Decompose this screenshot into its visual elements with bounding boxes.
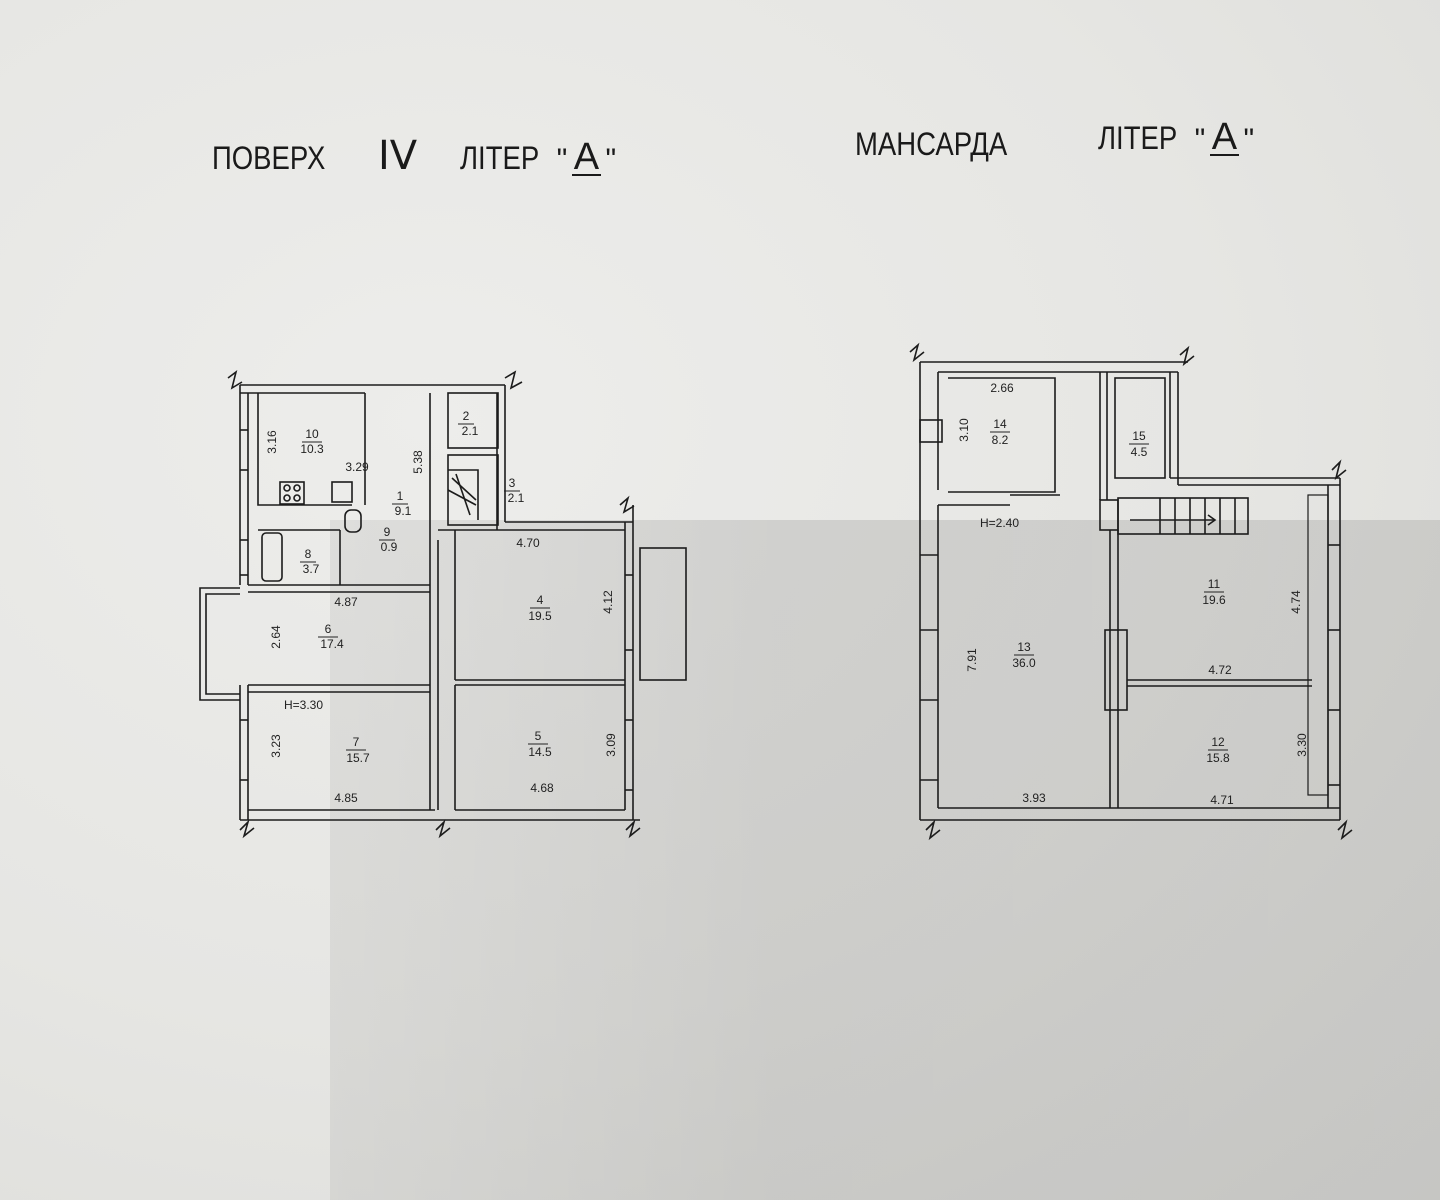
room-num: 3 (509, 476, 516, 490)
room-area: 2.1 (508, 491, 525, 505)
room-num: 5 (535, 729, 542, 743)
attic-outer-walls (909, 342, 1353, 841)
room-num: 14 (993, 417, 1007, 431)
attic-title-letter-wrap: ЛІТЕР " А " (1098, 116, 1255, 158)
dim: 4.87 (334, 595, 358, 609)
attic-plan: 2.66 3.10 14 8.2 15 4.5 H=2.40 11 19.6 4… (909, 342, 1353, 841)
attic-quote-close: " (1243, 123, 1255, 156)
floor4-room-labels: 10 10.3 2 2.1 3 2.1 1 9.1 9 0.9 8 3.7 4 … (265, 409, 618, 805)
room-area: 15.8 (1206, 751, 1230, 765)
dim: 3.09 (604, 733, 618, 757)
floor4-letter: А (571, 136, 602, 178)
dim: 4.85 (334, 791, 358, 805)
room-num: 8 (305, 547, 312, 561)
attic-room-labels: 2.66 3.10 14 8.2 15 4.5 H=2.40 11 19.6 4… (957, 381, 1309, 807)
floor4-title-letter-wrap: ЛІТЕР " А " (460, 136, 617, 178)
dim: 4.70 (516, 536, 540, 550)
room-num: 13 (1017, 640, 1031, 654)
dim: 7.91 (965, 648, 979, 672)
floor4-letter-word: ЛІТЕР (460, 140, 540, 176)
dim: 2.64 (269, 625, 283, 649)
dim: 3.29 (345, 460, 369, 474)
dim: 3.16 (265, 430, 279, 454)
floor4-quote-open: " (556, 143, 568, 176)
dim: 4.74 (1289, 590, 1303, 614)
dim: 3.10 (957, 418, 971, 442)
room-area: 2.1 (462, 424, 479, 438)
room-num: 9 (384, 525, 391, 539)
room-area: 0.9 (381, 540, 398, 554)
room-num: 11 (1208, 577, 1221, 591)
room-area: 19.5 (528, 609, 552, 623)
floor4-balcony-right (639, 547, 687, 681)
room-num: 1 (397, 489, 404, 503)
room-area: 10.3 (300, 442, 324, 456)
dim: 4.68 (530, 781, 554, 795)
attic-title: МАНСАРДА (855, 126, 1032, 163)
room-num: 4 (537, 593, 544, 607)
dim: 3.23 (269, 734, 283, 758)
dim: 5.38 (411, 450, 425, 474)
attic-title-word: МАНСАРДА (855, 126, 1008, 162)
room-area: 3.7 (303, 562, 320, 576)
floor4-title-number: IV (378, 133, 418, 179)
attic-height: H=2.40 (980, 516, 1019, 530)
room-num: 7 (353, 735, 360, 749)
room-num: 2 (463, 409, 470, 423)
floor4-plan: 10 10.3 2 2.1 3 2.1 1 9.1 9 0.9 8 3.7 4 … (199, 370, 687, 839)
floor4-balcony-left (199, 587, 240, 701)
floor4-interior-walls (248, 392, 625, 810)
attic-quote-open: " (1194, 123, 1206, 156)
floor4-quote-close: " (605, 143, 617, 176)
floor4-title: ПОВЕРХ (212, 140, 344, 177)
room-area: 8.2 (992, 433, 1009, 447)
floor4-outer-walls (227, 370, 641, 839)
dim: 4.12 (601, 590, 615, 614)
dim: 3.30 (1295, 733, 1309, 757)
floor4-title-word: ПОВЕРХ (212, 140, 326, 176)
room-num: 10 (305, 427, 319, 441)
room-num: 6 (325, 622, 332, 636)
dim: 4.71 (1210, 793, 1234, 807)
dim: 2.66 (990, 381, 1014, 395)
floor4-title-number-wrap: IV (378, 133, 417, 179)
attic-letter-word: ЛІТЕР (1098, 120, 1178, 156)
room-area: 19.6 (1202, 593, 1226, 607)
room-num: 12 (1211, 735, 1225, 749)
room-area: 36.0 (1012, 656, 1036, 670)
dim: 3.93 (1022, 791, 1046, 805)
room-num: 15 (1132, 429, 1146, 443)
attic-letter: А (1209, 116, 1240, 158)
room-area: 17.4 (320, 637, 344, 651)
dim: 4.72 (1208, 663, 1232, 677)
room-area: 14.5 (528, 745, 552, 759)
room-area: 9.1 (395, 504, 412, 518)
room-area: 4.5 (1131, 445, 1148, 459)
attic-interior-walls (938, 372, 1312, 808)
room-area: 15.7 (346, 751, 370, 765)
floor4-height: H=3.30 (284, 698, 323, 712)
